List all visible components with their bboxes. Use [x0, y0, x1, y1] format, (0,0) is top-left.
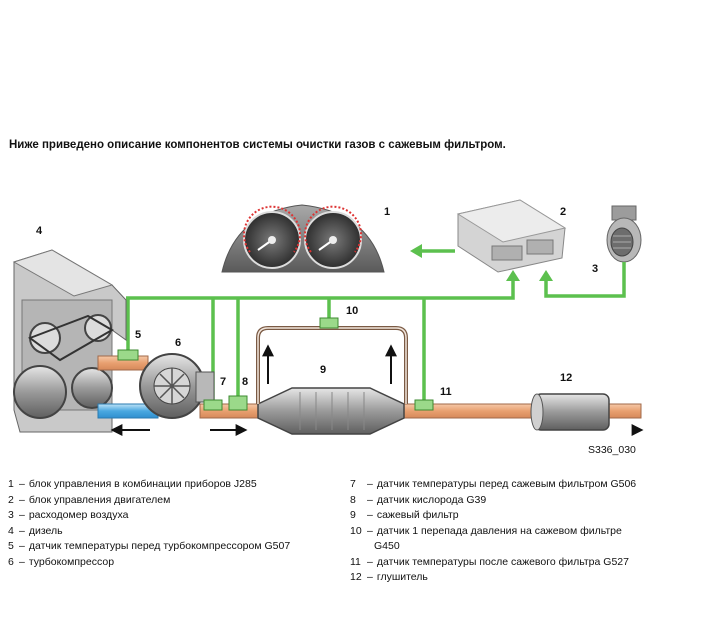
legend-dash: –	[367, 509, 373, 521]
oxygen-sensor-g39	[228, 395, 248, 411]
temp-sensor-g507	[117, 349, 139, 361]
legend-text: сажевый фильтр	[376, 509, 459, 521]
legend-number: 12	[350, 571, 362, 583]
instrument-cluster	[221, 204, 385, 273]
legend-text: дизель	[28, 524, 63, 537]
legend-number: 10	[350, 524, 362, 537]
legend-dash: –	[19, 493, 25, 506]
flow-arrows	[110, 344, 644, 436]
callout-2: 2	[560, 206, 566, 218]
legend-number: 8	[350, 493, 356, 506]
legend-dash: –	[19, 478, 25, 490]
legend-item: 6–турбокомпрессор	[8, 555, 290, 571]
callout-8: 8	[242, 376, 248, 388]
legend-dash: –	[19, 509, 25, 521]
legend-item: 5–датчик температуры перед турбокомпресс…	[8, 539, 290, 555]
callout-3: 3	[592, 263, 598, 275]
legend-left: 1–блок управления в комбинации приборов …	[8, 477, 290, 570]
engine-control-unit	[456, 199, 567, 273]
legend-number: 5	[8, 540, 14, 552]
callout-9: 9	[320, 364, 326, 376]
diesel-engine	[12, 249, 127, 433]
legend-right: 7–датчик температуры перед сажевым фильт…	[350, 477, 636, 586]
legend-number: 1	[8, 478, 14, 490]
legend-dash: –	[367, 524, 373, 537]
legend-dash: –	[19, 540, 25, 552]
turbocharger	[139, 353, 215, 419]
legend-item: 7–датчик температуры перед сажевым фильт…	[350, 477, 636, 493]
legend-dash: –	[19, 555, 25, 568]
legend-item: 4–дизель	[8, 524, 290, 540]
legend-number: 2	[8, 493, 14, 506]
legend-dash: –	[367, 571, 373, 583]
legend-text: датчик температуры перед сажевым фильтро…	[376, 478, 637, 490]
legend-number: 4	[8, 524, 14, 537]
legend-text: глушитель	[376, 571, 428, 583]
legend-text: блок управления двигателем	[28, 493, 171, 506]
pressure-sensor-g450	[319, 317, 339, 329]
legend-dash: –	[367, 478, 373, 490]
air-mass-meter	[606, 205, 642, 263]
temp-sensor-g506	[203, 399, 223, 411]
legend-item: 12–глушитель	[350, 570, 636, 586]
legend-text: датчик 1 перепада давления на сажевом фи…	[376, 524, 622, 537]
legend-number: 6	[8, 555, 14, 568]
legend-text: блок управления в комбинации приборов J2…	[28, 478, 257, 490]
legend-text-continuation: G450	[374, 540, 400, 552]
figure-code: S336_030	[588, 444, 636, 456]
legend-number: 7	[350, 478, 356, 490]
page-title: Ниже приведено описание компонентов сист…	[9, 139, 506, 151]
legend-item: 1–блок управления в комбинации приборов …	[8, 477, 290, 493]
callout-10: 10	[346, 305, 358, 317]
callout-11: 11	[440, 386, 452, 398]
legend-text: турбокомпрессор	[28, 555, 115, 568]
callout-7: 7	[220, 376, 226, 388]
temp-sensor-g527	[414, 399, 434, 411]
legend-dash: –	[367, 493, 373, 506]
legend-item: 8–датчик кислорода G39	[350, 493, 636, 509]
legend-item: 10–датчик 1 перепада давления на сажевом…	[350, 524, 636, 540]
legend-number: 9	[350, 509, 356, 521]
sensors	[117, 317, 434, 411]
legend-text: расходомер воздуха	[28, 509, 129, 521]
signal-lines	[126, 249, 626, 401]
legend-dash: –	[367, 555, 373, 568]
callout-12: 12	[560, 372, 572, 384]
callout-5: 5	[135, 329, 141, 341]
legend-text: датчик температуры перед турбокомпрессор…	[28, 540, 291, 552]
legend-item: 11–датчик температуры после сажевого фил…	[350, 555, 636, 571]
legend-number: 11	[350, 555, 361, 568]
callout-4: 4	[36, 225, 43, 237]
legend-text: датчик кислорода G39	[376, 493, 487, 506]
signal-arrowheads	[410, 244, 553, 281]
legend-item: 2–блок управления двигателем	[8, 493, 290, 509]
legend-dash: –	[19, 524, 25, 537]
legend-item: 3–расходомер воздуха	[8, 508, 290, 524]
muffler	[530, 393, 610, 431]
diesel-particulate-filter	[257, 387, 405, 435]
legend-text: датчик температуры после сажевого фильтр…	[376, 555, 629, 568]
legend-item: 9–сажевый фильтр	[350, 508, 636, 524]
legend-number: 3	[8, 509, 14, 521]
callout-6: 6	[175, 337, 181, 349]
callout-1: 1	[384, 206, 390, 218]
